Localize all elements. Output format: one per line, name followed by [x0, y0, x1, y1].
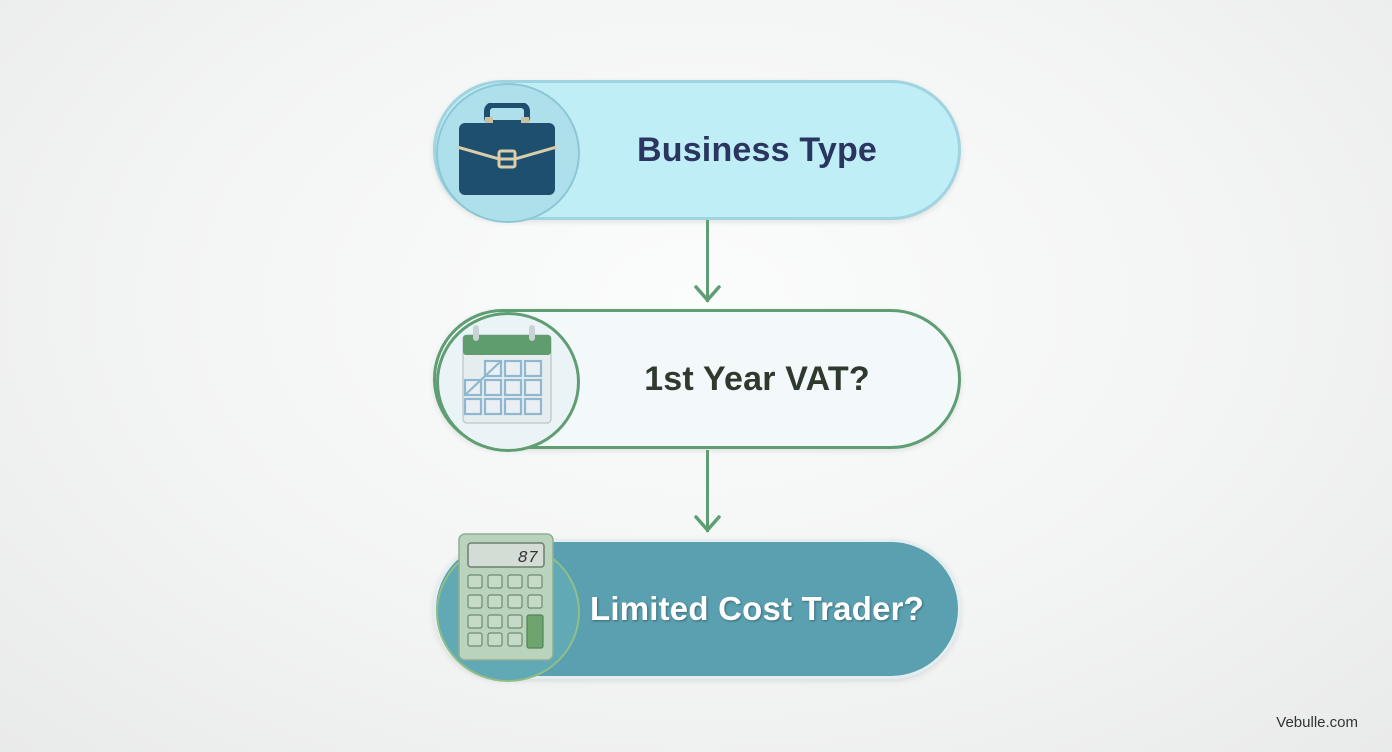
- arrow-down-icon: [694, 285, 721, 303]
- watermark: Vebulle.com: [1276, 714, 1358, 731]
- calculator-icon: 87: [458, 533, 554, 661]
- step-label: 1st Year VAT?: [644, 359, 870, 398]
- arrow-down-icon: [694, 515, 721, 533]
- connector-line: [706, 220, 709, 302]
- calendar-icon: [462, 325, 552, 424]
- step-label: Business Type: [636, 130, 878, 169]
- step-label: Limited Cost Trader?: [589, 590, 925, 627]
- calculator-display: 87: [518, 549, 539, 568]
- connector-line: [706, 450, 709, 532]
- briefcase-icon: [457, 103, 557, 195]
